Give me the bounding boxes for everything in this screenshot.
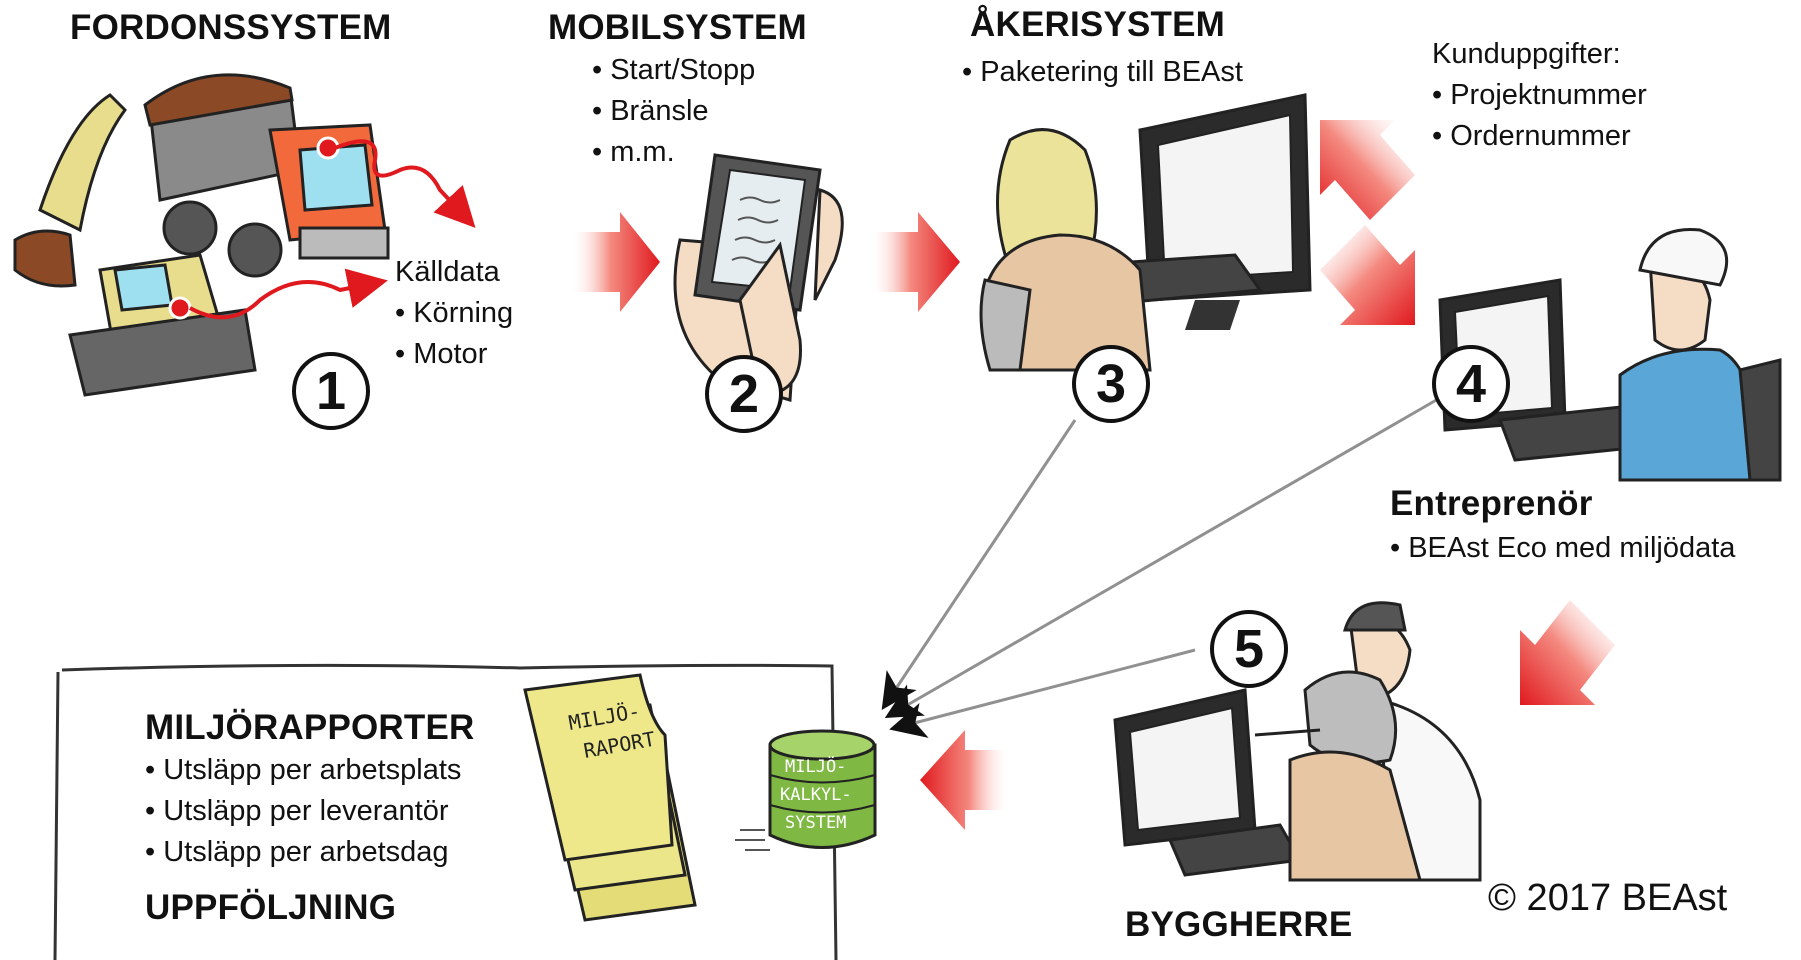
akerisystem-title: ÅKERISYSTEM bbox=[970, 5, 1226, 44]
data-line-from-5 bbox=[889, 648, 1196, 738]
mobilsystem-title: MOBILSYSTEM bbox=[548, 8, 807, 47]
mobilsystem-item-start: Start/Stopp bbox=[592, 50, 755, 91]
step-4-badge: 4 bbox=[1432, 345, 1510, 423]
report-box-frame bbox=[53, 663, 838, 960]
mobilsystem-list: Start/Stopp Bränsle m.m. bbox=[592, 50, 755, 173]
kunduppgifter-title: Kunduppgifter: bbox=[1432, 38, 1621, 70]
kunduppgifter-block: Kunduppgifter: Projektnummer Ordernummer bbox=[1432, 34, 1647, 157]
truck-illustration bbox=[143, 73, 390, 278]
mobilsystem-item-mm: m.m. bbox=[592, 132, 755, 173]
data-line-from-4 bbox=[884, 393, 1446, 718]
step-5-badge: 5 bbox=[1210, 610, 1288, 688]
kunduppgifter-item-order: Ordernummer bbox=[1432, 116, 1647, 157]
kalldata-item-korning: Körning bbox=[395, 293, 513, 334]
entreprenor-list: BEAst Eco med miljödata bbox=[1390, 528, 1735, 569]
fordonssystem-title: FORDONSSYSTEM bbox=[70, 8, 392, 47]
red-arrow-kund-to-3 bbox=[1320, 120, 1415, 220]
miljorapporter-item-arbetsplats: Utsläpp per arbetsplats bbox=[145, 750, 461, 791]
kunduppgifter-item-projekt: Projektnummer bbox=[1432, 75, 1647, 116]
miljorapporter-list: Utsläpp per arbetsplats Utsläpp per leve… bbox=[145, 750, 461, 873]
miljorapporter-item-leverantor: Utsläpp per leverantör bbox=[145, 791, 461, 832]
akerisystem-item-paketering: Paketering till BEAst bbox=[962, 52, 1243, 93]
db-label-line1: MILJÖ- bbox=[785, 755, 846, 777]
data-flow-squiggle-excavator bbox=[189, 268, 388, 320]
red-arrow-5-to-db bbox=[920, 730, 1010, 830]
step-1-badge: 1 bbox=[292, 352, 370, 430]
entreprenor-item-eco: BEAst Eco med miljödata bbox=[1390, 528, 1735, 569]
db-label-line3: SYSTEM bbox=[785, 813, 846, 833]
miljorapporter-item-arbetsdag: Utsläpp per arbetsdag bbox=[145, 832, 461, 873]
step-3-badge: 3 bbox=[1072, 345, 1150, 423]
database-cylinder-illustration bbox=[735, 729, 877, 851]
excavator-illustration bbox=[13, 93, 257, 397]
db-label-line2: KALKYL- bbox=[780, 785, 852, 805]
red-arrow-3-to-4 bbox=[1320, 225, 1415, 325]
report-papers-illustration bbox=[523, 673, 697, 922]
kalldata-item-motor: Motor bbox=[395, 334, 513, 375]
entreprenor-title: Entreprenör bbox=[1390, 484, 1593, 523]
uppfoljning-label: UPPFÖLJNING bbox=[145, 888, 397, 927]
client-illustration bbox=[1113, 601, 1482, 882]
kalldata-title: Källdata bbox=[395, 256, 500, 288]
kalldata-block: Källdata Körning Motor bbox=[395, 252, 513, 375]
akerisystem-list: Paketering till BEAst bbox=[962, 52, 1243, 93]
step-2-badge: 2 bbox=[705, 355, 783, 433]
red-arrow-4-to-5 bbox=[1520, 600, 1615, 705]
red-arrow-2-to-3 bbox=[870, 212, 960, 312]
copyright-text: © 2017 BEAst bbox=[1488, 877, 1728, 919]
miljorapporter-title: MILJÖRAPPORTER bbox=[145, 708, 475, 747]
mobilsystem-item-bransle: Bränsle bbox=[592, 91, 755, 132]
phone-in-hand-illustration bbox=[673, 153, 844, 402]
data-line-from-3 bbox=[881, 419, 1077, 710]
red-arrow-1-to-2 bbox=[570, 212, 660, 312]
data-flow-squiggle-truck bbox=[334, 139, 476, 228]
office-worker-illustration bbox=[979, 93, 1312, 372]
byggherre-title: BYGGHERRE bbox=[1125, 905, 1353, 944]
